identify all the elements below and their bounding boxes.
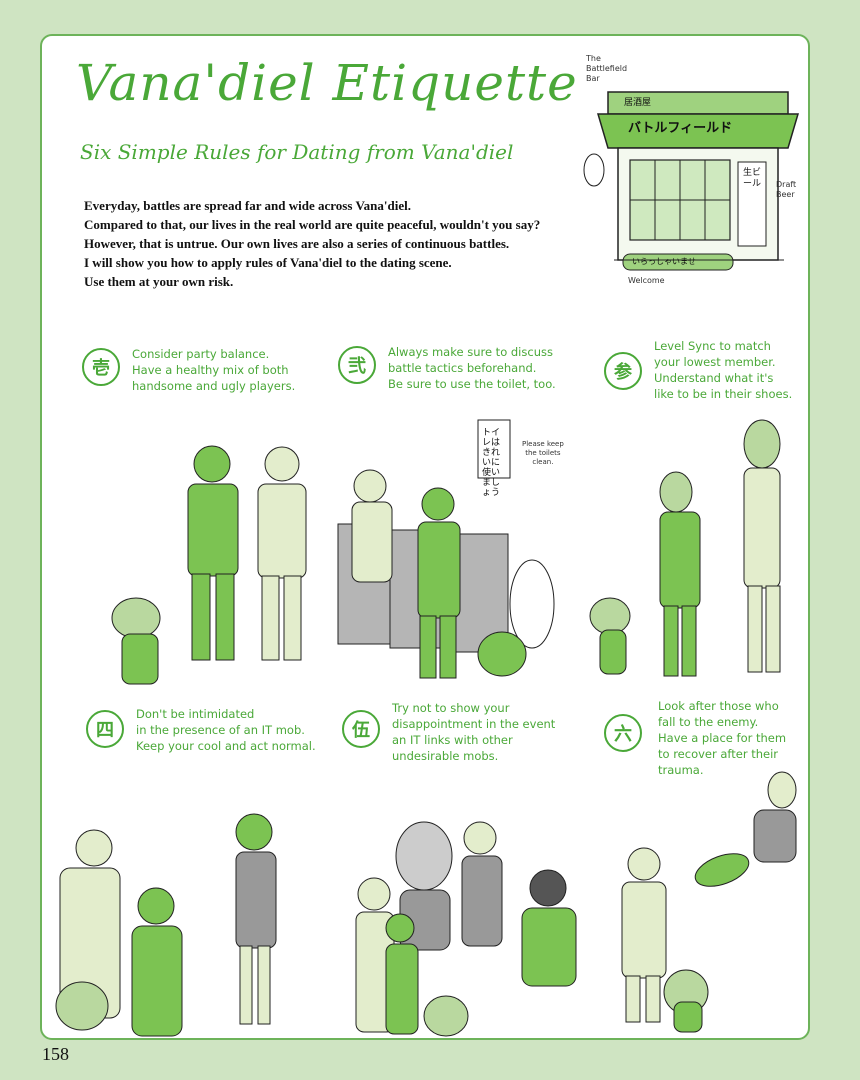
scene-toilet: トイレはきれいに使いましょう Please keep the toilets c… <box>332 404 572 708</box>
toilet-sign-jp: トイレはきれいに使いましょう <box>482 428 501 498</box>
bar-sign-welcome: いらっしゃいませ <box>632 257 696 266</box>
scene-it-links <box>326 798 586 1038</box>
toilet-illustration-icon <box>337 419 555 679</box>
bar-sign-side: 生ビール <box>743 168 762 189</box>
scene-recover <box>582 766 808 1038</box>
party-balance-illustration-icon <box>111 445 307 685</box>
rule-number-badge: 六 <box>604 714 642 752</box>
rule-text: Look after those who fall to the enemy. … <box>658 699 787 777</box>
bar-sign-top: 居酒屋 <box>624 98 652 108</box>
intro-line: Everyday, battles are spread far and wid… <box>84 198 411 213</box>
rule-text: Try not to show your disappointment in t… <box>392 701 556 763</box>
page-number: 158 <box>42 1044 69 1064</box>
rule-text: Always make sure to discuss battle tacti… <box>388 345 556 391</box>
page-title: Vana'diel Etiquette <box>76 54 578 112</box>
intro-line: I will show you how to apply rules of Va… <box>84 255 452 270</box>
label-welcome: Welcome <box>628 276 665 285</box>
label-battlefield-bar: The Battlefield Bar <box>586 54 628 83</box>
rule-text: Consider party balance. Have a healthy m… <box>132 347 296 393</box>
toilet-sign-note: Please keep the toilets clean. <box>522 440 564 466</box>
intro-line: However, that is untrue. Our own lives a… <box>84 236 510 251</box>
scene-level-sync <box>572 416 802 710</box>
intro-line: Use them at your own risk. <box>84 274 234 289</box>
rule-number-badge: 弐 <box>338 346 376 384</box>
it-links-illustration-icon <box>355 821 577 1037</box>
battlefield-bar-illustration: 居酒屋 バトルフィールド 生ビール いらっしゃいませ The Battlefie… <box>578 50 808 290</box>
rule-number-badge: 壱 <box>82 348 120 386</box>
rule-number-badge: 伍 <box>342 710 380 748</box>
scene-it-mob <box>46 776 326 1038</box>
scene-party-balance <box>72 436 322 710</box>
recover-illustration-icon <box>621 771 797 1033</box>
bar-building-icon <box>583 91 800 271</box>
level-sync-illustration-icon <box>589 419 781 677</box>
it-mob-illustration-icon <box>55 813 277 1037</box>
page-frame: Vana'diel Etiquette Six Simple Rules for… <box>40 34 810 1040</box>
label-draft-beer: Draft Beer <box>776 180 797 199</box>
intro-line: Compared to that, our lives in the real … <box>84 217 541 232</box>
bar-sign-main: バトルフィールド <box>628 121 733 136</box>
rule-number-badge: 参 <box>604 352 642 390</box>
page-subtitle: Six Simple Rules for Dating from Vana'di… <box>80 140 514 164</box>
intro-text: Everyday, battles are spread far and wid… <box>84 196 564 291</box>
rule-text: Don't be intimidated in the presence of … <box>136 707 316 753</box>
rule-number-badge: 四 <box>86 710 124 748</box>
rule-text: Level Sync to match your lowest member. … <box>654 339 793 401</box>
